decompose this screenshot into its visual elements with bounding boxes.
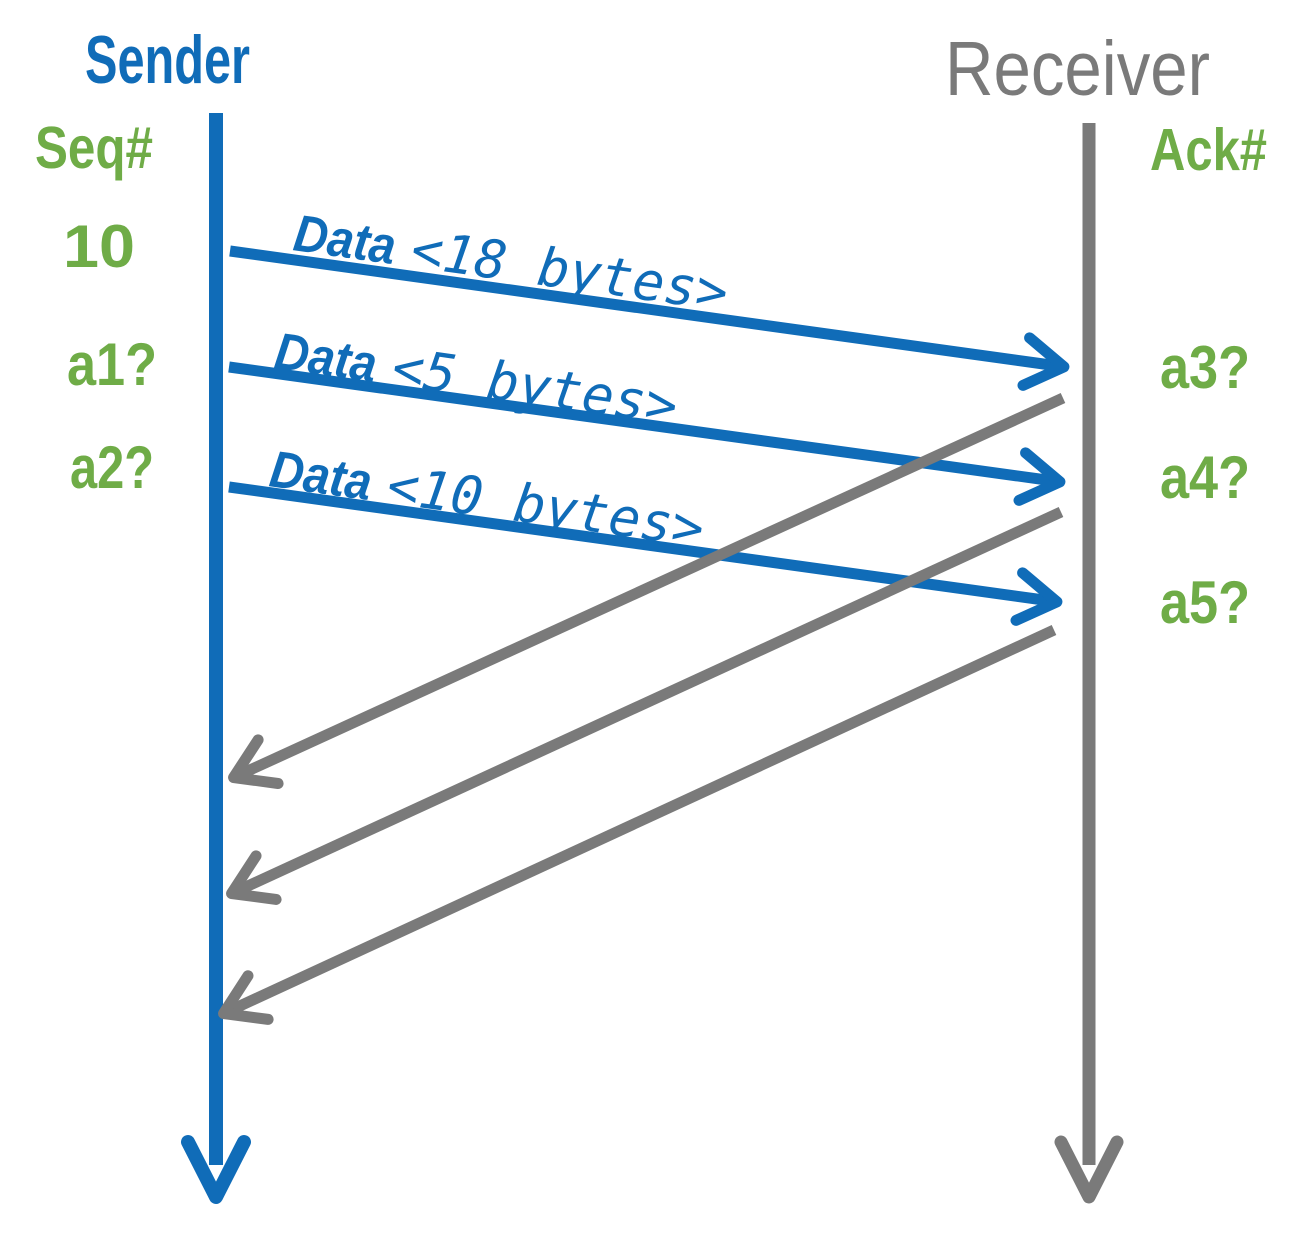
sender-title: Sender [85, 22, 250, 98]
ack-arrow-1 [228, 392, 1066, 790]
sender-lifeline-arrowhead-icon [181, 1135, 251, 1204]
seq-value-1: 10 [63, 213, 135, 280]
data-keyword: Data [271, 322, 380, 394]
data-keyword: Data [266, 440, 375, 512]
receiver-title: Receiver [945, 26, 1210, 112]
ack-arrow-3 [218, 625, 1057, 1025]
ack-value-1: a3? [1160, 334, 1250, 401]
ack-column-heading: Ack# [1150, 117, 1267, 183]
data-size-text: <18 bytes> [407, 219, 731, 324]
seq-value-3: a2? [70, 434, 154, 501]
seq-value-2: a1? [67, 331, 157, 398]
data-keyword: Data [290, 204, 399, 276]
ack-value-3: a5? [1160, 569, 1250, 636]
data-size-text: <10 bytes> [383, 455, 707, 560]
ack-value-2: a4? [1160, 444, 1250, 511]
data-arrow-2-label: Data <5 bytes> [271, 320, 681, 437]
receiver-lifeline-arrowhead-icon [1054, 1135, 1124, 1204]
data-arrow-1 [229, 245, 1070, 391]
data-size-text: <5 bytes> [388, 337, 681, 437]
ack-arrow-2 [226, 507, 1064, 905]
seq-column-heading: Seq# [35, 115, 153, 181]
data-arrow-3-label: Data <10 bytes> [266, 438, 708, 559]
data-arrow-1-label: Data <18 bytes> [290, 202, 732, 323]
